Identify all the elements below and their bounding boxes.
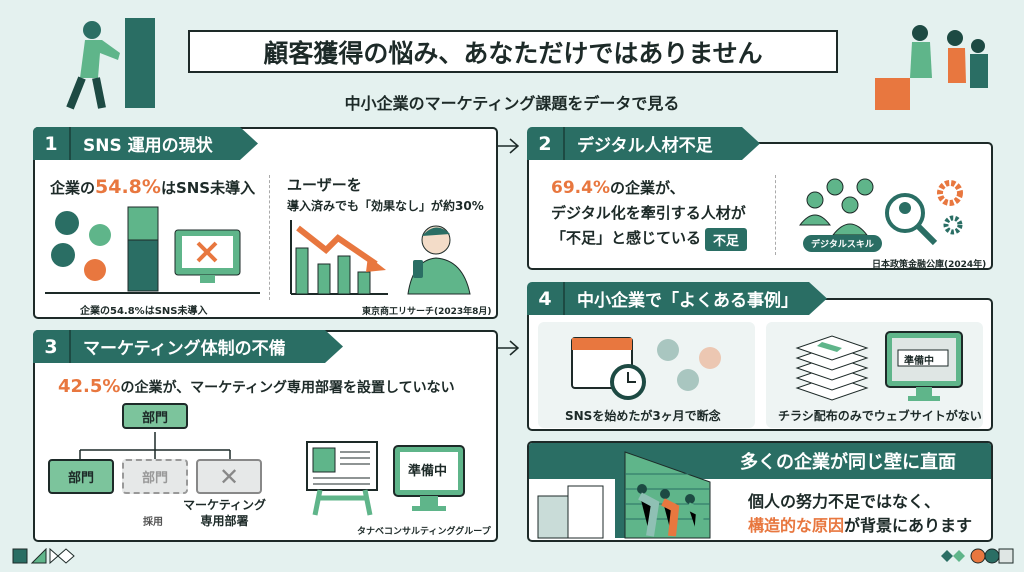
wall-pushing-illustration [537, 446, 711, 539]
structure-stat-headline: 42.5%の企業が、マーケティング専用部署を設置していない [58, 376, 455, 397]
pushing-person-illustration [66, 18, 155, 110]
youtube-icon [84, 259, 106, 281]
declining-chart-illustration [290, 220, 471, 295]
source-tanabe: タナベコンサルティンググループ [357, 527, 491, 537]
flyer-monitor-preparing-label: 準備中 [904, 356, 934, 367]
talent-stat-line3: 「不足」と感じている [551, 229, 702, 247]
org-box-left: 部門 [48, 459, 114, 494]
twitter-icon [51, 243, 75, 267]
org-box-marketing-x: ✕ [196, 459, 262, 494]
digital-skill-badge: デジタルスキル [803, 235, 882, 252]
case-sns-label: SNSを始めたが3ヶ月で断念 [565, 409, 721, 423]
org-mid-note: 採用 [143, 517, 163, 528]
source-tokyo-shoko: 東京商工リサーチ(2023年8月) [362, 307, 492, 317]
monitor-icon [885, 331, 963, 401]
org-marketing-label: マーケティング 専用部署 [183, 498, 267, 528]
same-wall-line2: 構造的な原因が背景にあります [748, 516, 973, 535]
org-chart-lines [79, 432, 231, 462]
flyers-stack-illustration [795, 335, 869, 401]
people-search-illustration [798, 178, 963, 246]
page-subtitle: 中小企業のマーケティング課題をデータで見る [344, 94, 680, 113]
sns-stat-headline: 企業の54.8%はSNS未導入 [50, 176, 256, 198]
org-box-missing: 部門 [122, 459, 188, 494]
monitor-preparing-label: 準備中 [408, 464, 448, 479]
same-wall-title: 多くの企業が同じ壁に直面 [740, 452, 956, 473]
talent-stat-line1: 69.4%の企業が、 [551, 178, 685, 198]
job-posting-board-icon [306, 441, 378, 516]
talent-stat-line2: デジタル化を牽引する人材が [551, 204, 746, 222]
divider [269, 175, 270, 300]
sns-bar-illustration [45, 206, 260, 294]
org-box-top: 部門 [122, 403, 188, 429]
panel-same-wall [527, 441, 993, 542]
decorative-shapes-left [12, 548, 75, 565]
shortage-badge: 不足 [705, 228, 748, 251]
decorative-shapes-right [941, 548, 1014, 564]
case-flyer-label: チラシ配布のみでウェブサイトがない [778, 409, 982, 423]
calendar-clock-sns-illustration [571, 337, 721, 400]
instagram-icon [89, 224, 111, 246]
facebook-icon [55, 211, 79, 235]
monitor-icon [393, 445, 465, 511]
sns-caption: 企業の54.8%はSNS未導入 [80, 306, 208, 317]
sns-right-line1: ユーザーを [287, 176, 362, 194]
divider [775, 175, 776, 255]
team-pushing-illustration [875, 25, 988, 110]
page-title: 顧客獲得の悩み、あなただけではありません [188, 30, 838, 73]
source-jfc: 日本政策金融公庫(2024年) [872, 260, 987, 270]
arrow-right-icon [498, 138, 520, 154]
sns-right-line2: 導入済みでも「効果なし」が約30% [287, 199, 484, 213]
arrow-right-icon [498, 340, 520, 356]
same-wall-line1: 個人の努力不足ではなく、 [748, 492, 941, 511]
